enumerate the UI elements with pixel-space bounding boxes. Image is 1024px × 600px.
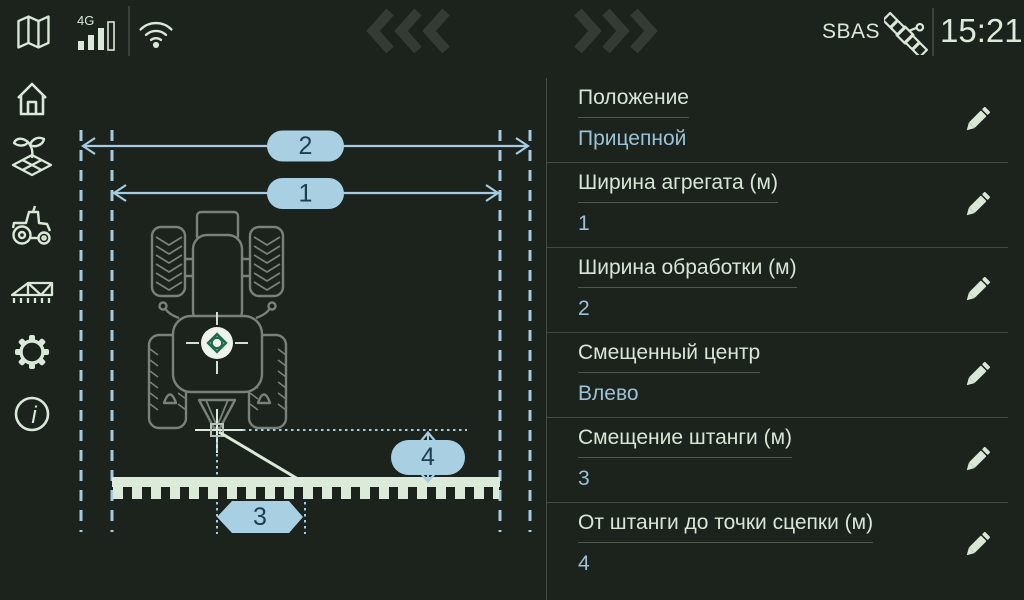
width-guide-lines (79, 130, 532, 532)
edit-pencil-icon[interactable] (962, 530, 992, 560)
setting-row-working-width[interactable]: Ширина обработки (м) 2 (547, 248, 1008, 333)
setting-value: 1 (578, 212, 590, 236)
callout-boom-to-hitch-label: 4 (421, 443, 435, 471)
edit-pencil-icon[interactable] (962, 360, 992, 390)
statusbar-divider (932, 8, 934, 56)
setting-label: Смещенный центр (578, 341, 761, 374)
setting-label: Ширина агрегата (м) (578, 171, 778, 204)
boom-bar (112, 477, 500, 499)
setting-label: Положение (578, 86, 689, 119)
map-icon (17, 15, 50, 49)
sprout-field-icon (11, 136, 53, 177)
info-icon: i (14, 396, 50, 432)
callout-boom-offset: 3 (217, 501, 303, 533)
wifi-icon (139, 21, 173, 48)
satellite-icon (884, 11, 928, 55)
gps-antenna-marker (201, 327, 233, 359)
svg-text:i: i (31, 402, 37, 429)
callout-working-width-label: 2 (299, 132, 313, 160)
setting-value: Прицепной (578, 127, 687, 151)
edit-pencil-icon[interactable] (962, 275, 992, 305)
setting-value: 4 (578, 552, 590, 576)
implement-settings-panel: Положение Прицепной Ширина агрегата (м) … (546, 78, 1024, 600)
harrow-icon (10, 281, 54, 303)
setting-row-offset-center[interactable]: Смещенный центр Влево (547, 333, 1008, 418)
network-type-label: 4G (77, 13, 94, 28)
setting-value: 2 (578, 297, 590, 321)
sidebar-item-settings[interactable] (0, 324, 64, 380)
setting-row-implement-width[interactable]: Ширина агрегата (м) 1 (547, 163, 1008, 248)
tractor-icon (11, 205, 52, 245)
implement-diagram: 2 1 (79, 130, 532, 534)
setting-row-position[interactable]: Положение Прицепной (547, 78, 1008, 163)
page-right-chevrons[interactable] (568, 8, 658, 54)
gear-icon (15, 335, 49, 369)
sidebar-item-home[interactable] (0, 71, 64, 127)
setting-row-boom-offset[interactable]: Смещение штанги (м) 3 (547, 418, 1008, 503)
clock: 15:21 (940, 12, 1023, 49)
setting-label: От штанги до точки сцепки (м) (578, 511, 874, 544)
sidebar-item-info[interactable]: i (0, 386, 64, 442)
statusbar-divider (128, 6, 130, 56)
cellular-signal-icon: 4G (77, 13, 115, 51)
hitch-point (195, 409, 243, 453)
edit-pencil-icon[interactable] (962, 445, 992, 475)
gps-crosshair (186, 312, 248, 374)
home-icon (17, 82, 47, 116)
setting-label: Ширина обработки (м) (578, 256, 797, 289)
edit-pencil-icon[interactable] (962, 105, 992, 135)
page-left-chevrons[interactable] (366, 8, 456, 54)
sidebar-item-fields[interactable] (0, 128, 64, 184)
edit-pencil-icon[interactable] (962, 190, 992, 220)
setting-value: 3 (578, 467, 590, 491)
gps-antenna-icon (206, 332, 228, 354)
drawbar-link (218, 430, 304, 484)
callout-boom-offset-label: 3 (253, 503, 267, 531)
callout-working-width (267, 130, 344, 162)
setting-value: Влево (578, 382, 639, 406)
setting-label: Смещение штанги (м) (578, 426, 792, 459)
callout-boom-to-hitch: 4 (391, 430, 465, 484)
setting-row-boom-to-hitch[interactable]: От штанги до точки сцепки (м) 4 (547, 503, 1008, 588)
sbas-status-label: SBAS (822, 20, 881, 43)
sidebar-item-implement[interactable] (0, 259, 64, 315)
callout-implement-width-label: 1 (299, 180, 313, 208)
callout-implement-width (267, 178, 344, 209)
sidebar-item-vehicle[interactable] (0, 198, 64, 254)
status-bar: 4G SBAS (0, 0, 1024, 65)
